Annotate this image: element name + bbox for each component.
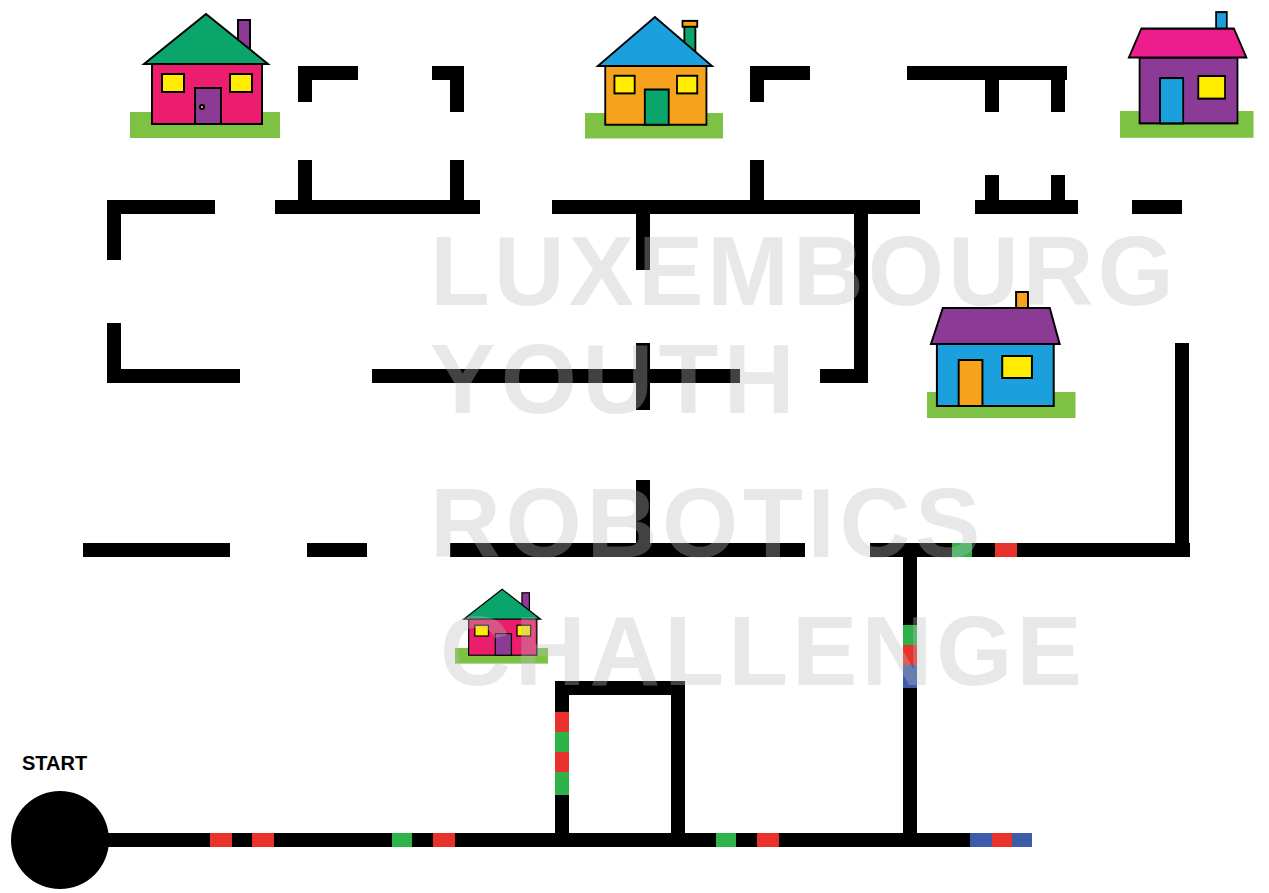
watermark-text: YOUTH [430, 330, 800, 428]
watermark-text: CHALLENGE [440, 602, 1086, 700]
watermark-text: LUXEMBOURG [430, 222, 1178, 320]
start-circle: START [10, 748, 110, 890]
watermark-text: ROBOTICS [430, 474, 985, 572]
track-lines [60, 66, 1190, 847]
houses [130, 12, 1254, 663]
start-label: START [22, 752, 87, 775]
